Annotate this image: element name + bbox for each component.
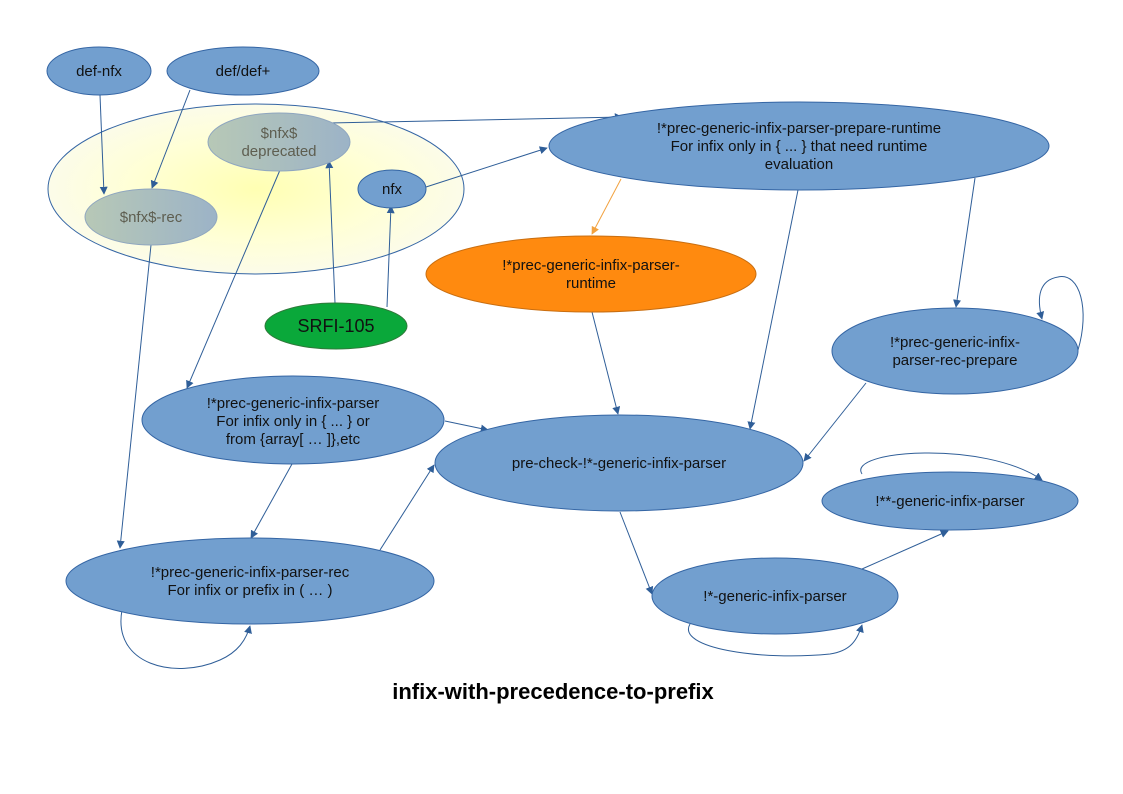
edge-srfi-to-nfx-deprecated <box>325 160 336 304</box>
node-runtime-line1: !*prec-generic-infix-parser- <box>502 257 680 274</box>
node-prepare-runtime-line2: For infix only in { ... } that need runt… <box>671 138 928 155</box>
edge-nfx-to-prepare-runtime <box>425 146 548 188</box>
node-rec-prepare-line1: !*prec-generic-infix- <box>890 334 1020 351</box>
edge-srfi-to-nfx <box>386 205 395 308</box>
node-parser-line3: from {array[ … ]},etc <box>226 431 361 448</box>
node-nfx-deprecated-line2: deprecated <box>241 143 316 160</box>
edge-star-generic-to-double-star <box>861 530 949 570</box>
node-def-def-plus: def/def+ <box>166 46 320 96</box>
node-prepare-runtime: !*prec-generic-infix-parser-prepare-runt… <box>548 101 1050 191</box>
edge-star-generic-self-loop <box>687 623 864 657</box>
node-rec-prepare: !*prec-generic-infix- parser-rec-prepare <box>831 307 1079 395</box>
node-def-def-plus-label: def/def+ <box>216 63 271 80</box>
edge-parser-to-parser-rec <box>250 463 293 539</box>
node-parser-rec-line1: !*prec-generic-infix-parser-rec <box>151 564 350 581</box>
edge-rec-prepare-to-pre-check <box>803 382 867 462</box>
edge-prepare-runtime-to-runtime <box>591 178 622 235</box>
node-double-star: !**-generic-infix-parser <box>821 471 1079 531</box>
node-nfx-deprecated: $nfx$ deprecated <box>207 112 351 172</box>
diagram-title: infix-with-precedence-to-prefix <box>392 679 714 704</box>
edge-rec-prepare-self-loop <box>1036 276 1084 351</box>
node-srfi-105: SRFI-105 <box>264 302 408 350</box>
node-runtime-line2: runtime <box>566 275 616 292</box>
edge-runtime-to-pre-check <box>591 311 621 415</box>
edge-nfx-deprecated-to-prepare-runtime <box>329 113 623 124</box>
edge-nfx-rec-to-parser-rec <box>116 244 152 549</box>
node-parser-rec: !*prec-generic-infix-parser-rec For infi… <box>65 537 435 625</box>
node-star-generic-label: !*-generic-infix-parser <box>703 588 846 605</box>
node-pre-check-label: pre-check-!*-generic-infix-parser <box>512 455 726 472</box>
node-nfx-deprecated-line1: $nfx$ <box>261 125 298 142</box>
node-nfx-rec-label: $nfx$-rec <box>120 209 183 226</box>
edge-double-star-self-loop <box>860 452 1043 481</box>
node-pre-check: pre-check-!*-generic-infix-parser <box>434 414 804 512</box>
node-parser-rec-line2: For infix or prefix in ( … ) <box>167 582 332 599</box>
node-parser-line2: For infix only in { ... } or <box>216 413 369 430</box>
node-star-generic: !*-generic-infix-parser <box>651 557 899 635</box>
edge-def-def-plus-to-nfx-rec <box>150 89 191 189</box>
edge-parser-rec-to-pre-check <box>379 464 435 551</box>
node-prepare-runtime-line3: evaluation <box>765 156 833 173</box>
edges <box>99 89 1084 669</box>
node-nfx-label: nfx <box>382 181 403 198</box>
node-runtime: !*prec-generic-infix-parser- runtime <box>425 235 757 313</box>
node-srfi-105-label: SRFI-105 <box>297 316 374 336</box>
edge-prepare-runtime-to-rec-prepare <box>953 177 976 308</box>
node-prepare-runtime-line1: !*prec-generic-infix-parser-prepare-runt… <box>657 120 941 137</box>
edge-def-nfx-to-nfx-rec <box>99 94 108 195</box>
edge-pre-check-to-star-generic <box>619 511 654 595</box>
node-double-star-label: !**-generic-infix-parser <box>875 493 1024 510</box>
node-parser-line1: !*prec-generic-infix-parser <box>207 395 380 412</box>
edge-prepare-runtime-to-pre-check <box>747 189 799 430</box>
node-nfx-rec: $nfx$-rec <box>84 188 218 246</box>
edge-nfx-deprecated-to-parser <box>186 169 281 389</box>
node-def-nfx: def-nfx <box>46 46 152 96</box>
edge-parser-rec-self-loop <box>120 609 252 669</box>
edge-parser-to-pre-check <box>444 420 489 433</box>
node-parser: !*prec-generic-infix-parser For infix on… <box>141 375 445 465</box>
node-def-nfx-label: def-nfx <box>76 63 122 80</box>
node-nfx: nfx <box>357 169 427 209</box>
node-rec-prepare-line2: parser-rec-prepare <box>892 352 1017 369</box>
